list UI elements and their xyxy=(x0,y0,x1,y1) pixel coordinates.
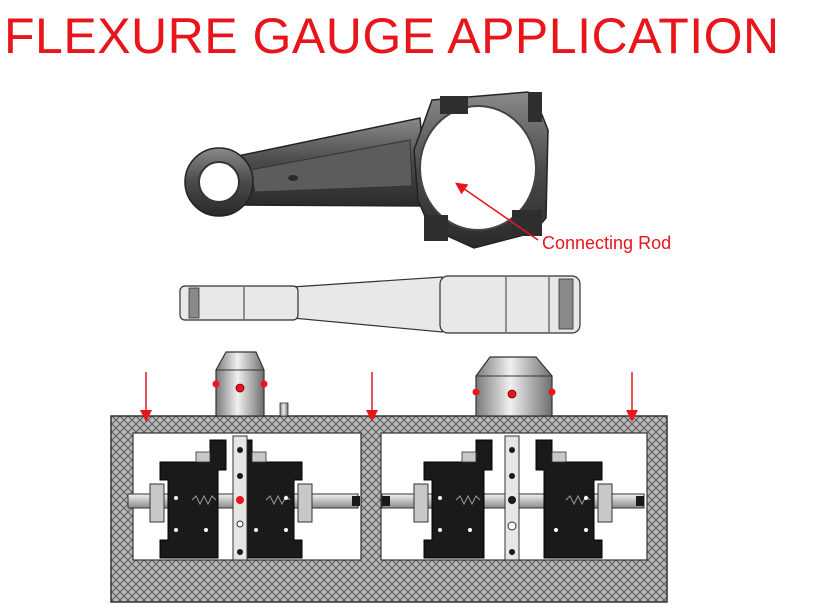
flexure-clamp-icon xyxy=(127,435,360,561)
flexure-clamp-icon xyxy=(381,435,645,561)
page-title: FLEXURE GAUGE APPLICATION xyxy=(4,8,780,64)
connecting-rod-callout-arrow xyxy=(455,182,539,241)
connecting-rod-label: Connecting Rod xyxy=(542,233,672,253)
rod-side-view xyxy=(179,275,581,334)
gauge-head-icon xyxy=(472,356,556,417)
gauge-head-icon xyxy=(212,351,289,417)
force-arrow-icon xyxy=(140,372,638,422)
connecting-rod-icon xyxy=(184,91,549,249)
